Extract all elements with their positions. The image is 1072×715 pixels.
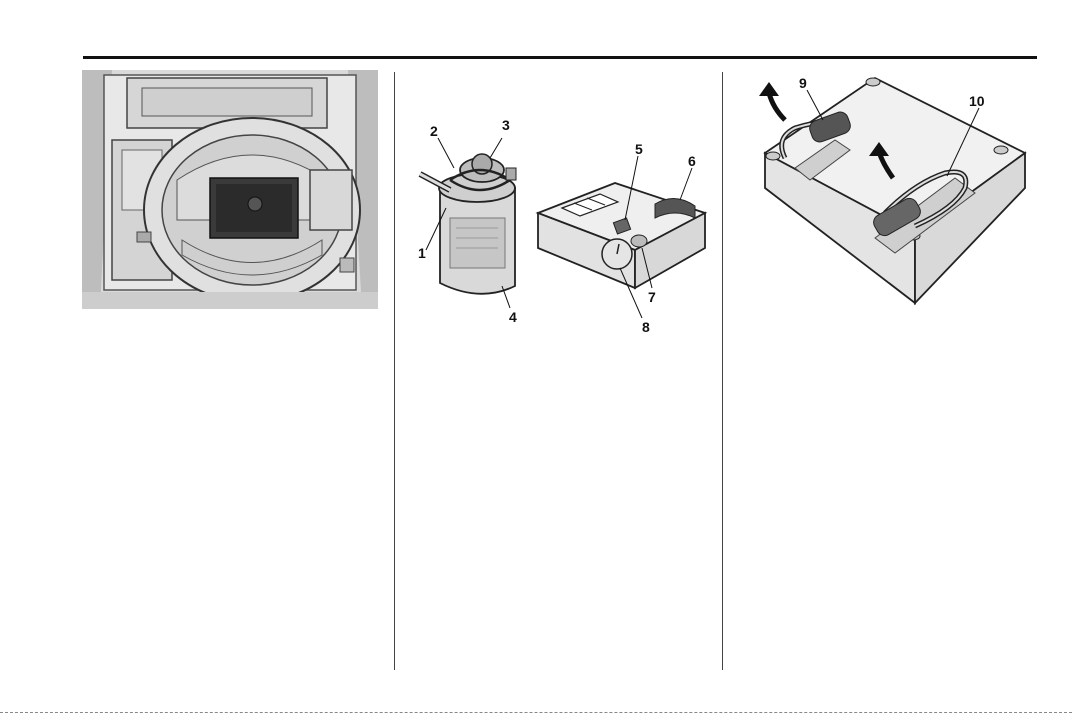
column-divider-left [394, 72, 395, 670]
callout-2: 2 [430, 123, 438, 139]
callout-7: 7 [648, 289, 656, 305]
sealant-canister-illustration: 1 2 3 4 5 6 7 8 [410, 108, 710, 340]
cargo-floor-illustration [82, 70, 378, 309]
callout-1: 1 [418, 245, 426, 261]
lift-arrow-left [769, 93, 785, 120]
column-divider-right [722, 72, 723, 670]
callout-5: 5 [635, 141, 643, 157]
callout-10: 10 [969, 93, 985, 109]
header-rule [83, 56, 1037, 59]
callout-6: 6 [688, 153, 696, 169]
callout-9: 9 [799, 75, 807, 91]
callout-8: 8 [642, 319, 650, 335]
sealant-compressor-diagram: 1 2 3 4 5 6 7 8 [410, 108, 710, 340]
footer-rule [0, 712, 1072, 713]
compressor-hose-cord-diagram: 9 10 [755, 68, 1033, 308]
cargo-floor-photo [82, 70, 378, 309]
callout-3: 3 [502, 117, 510, 133]
compressor-underside-illustration: 9 10 [755, 68, 1033, 308]
callout-4: 4 [509, 309, 517, 325]
